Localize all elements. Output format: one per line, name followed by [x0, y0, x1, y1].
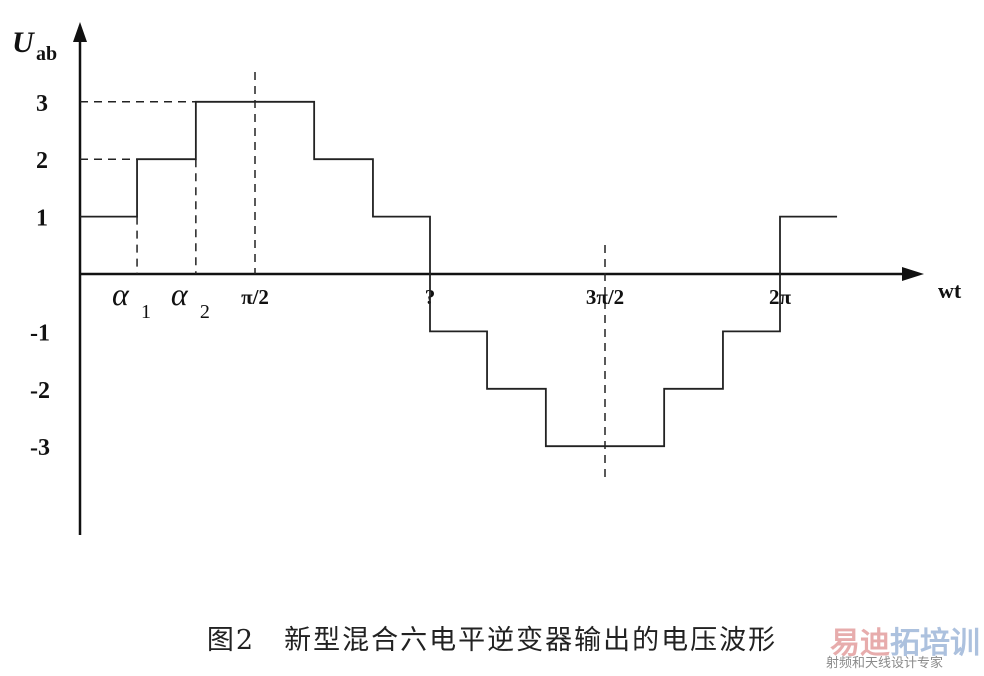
- watermark-tagline: 射频和天线设计专家: [826, 656, 944, 671]
- x-tick-label: π/2: [241, 285, 269, 309]
- y-tick-label: 1: [36, 206, 48, 232]
- x-tick-subscript: 2: [200, 301, 210, 323]
- x-tick-label: 3π/2: [586, 285, 624, 309]
- figure-caption: 图2 新型混合六电平逆变器输出的电压波形: [206, 625, 778, 656]
- y-tick-label: 3: [36, 91, 48, 117]
- watermark-part1: 易迪: [830, 626, 890, 661]
- y-axis-label: U: [12, 26, 35, 59]
- x-axis-label: wt: [938, 278, 962, 303]
- y-tick-label: -2: [30, 378, 50, 404]
- waveform-line: [80, 100, 838, 448]
- x-tick-subscript: 1: [141, 301, 151, 323]
- watermark-part2: 拓培训: [890, 626, 980, 661]
- y-tick-label: -3: [30, 435, 50, 461]
- y-axis-label-sub: ab: [36, 43, 57, 65]
- x-axis-arrow-icon: [902, 267, 924, 281]
- x-tick-label: α: [112, 276, 130, 312]
- y-axis-arrow-icon: [73, 22, 87, 42]
- y-tick-label: -1: [30, 320, 50, 346]
- watermark-logo: 易迪拓培训: [830, 618, 980, 662]
- y-tick-label: 2: [36, 148, 48, 174]
- x-tick-label: α: [171, 276, 189, 312]
